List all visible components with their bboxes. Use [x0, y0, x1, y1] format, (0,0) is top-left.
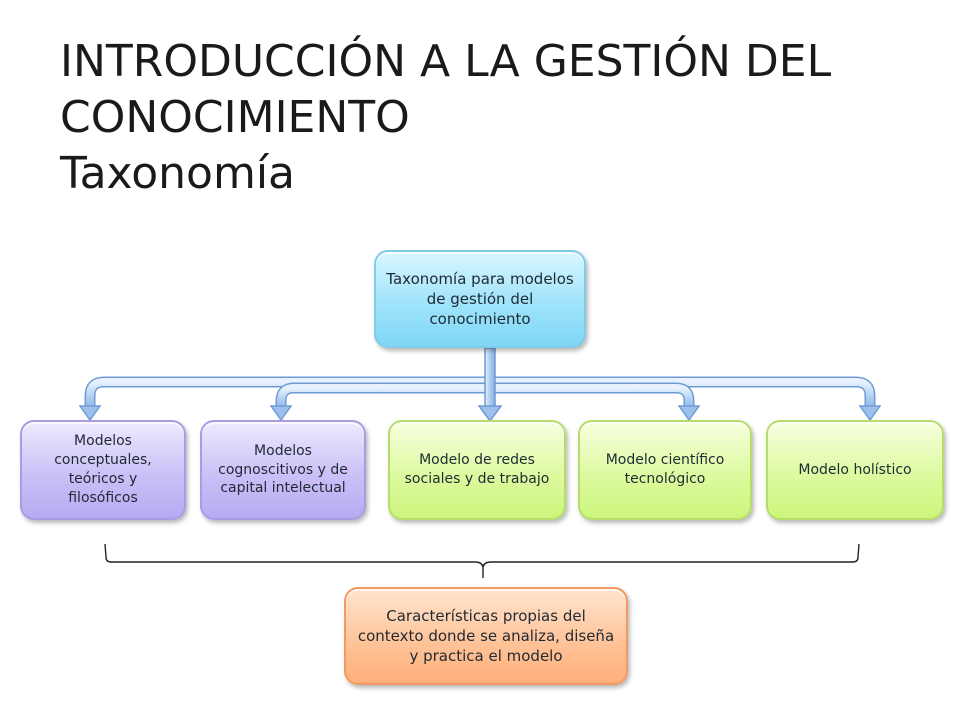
title-line-2: CONOCIMIENTO: [60, 92, 410, 143]
model-node-conceptual: Modelos conceptuales, teóricos y filosóf…: [20, 420, 186, 520]
grouping-bracket: [104, 543, 860, 578]
model-node-label: Modelo científico tecnológico: [605, 452, 725, 487]
arrowhead-node-3: [477, 405, 503, 423]
title-line-1: INTRODUCCIÓN A LA GESTIÓN DEL: [60, 36, 832, 87]
arrowhead-node-1: [78, 405, 102, 422]
slide-title: INTRODUCCIÓN A LA GESTIÓN DEL CONOCIMIEN…: [60, 34, 920, 202]
subtitle: Taxonomía: [60, 148, 296, 199]
model-node-cognitive: Modelos cognoscitivos y de capital intel…: [200, 420, 366, 520]
taxonomy-root-label: Taxonomía para modelos de gestión del co…: [386, 269, 574, 329]
model-node-label: Modelos conceptuales, teóricos y filosóf…: [54, 433, 152, 506]
model-node-social-networks: Modelo de redes sociales y de trabajo: [388, 420, 566, 520]
connector-outer: [78, 376, 882, 422]
taxonomy-root-node: Taxonomía para modelos de gestión del co…: [374, 250, 586, 348]
context-characteristics-node: Características propias del contexto don…: [344, 587, 628, 685]
model-node-label: Modelo holístico: [798, 461, 912, 478]
connector-center: [477, 347, 503, 423]
arrowhead-node-4: [677, 405, 701, 422]
model-node-holistic: Modelo holístico: [766, 420, 944, 520]
arrowhead-node-2: [269, 405, 293, 422]
model-node-scientific-technological: Modelo científico tecnológico: [578, 420, 752, 520]
model-node-label: Modelo de redes sociales y de trabajo: [404, 452, 550, 487]
context-characteristics-label: Características propias del contexto don…: [357, 606, 615, 666]
model-node-label: Modelos cognoscitivos y de capital intel…: [218, 442, 348, 497]
arrowhead-node-5: [858, 405, 882, 422]
